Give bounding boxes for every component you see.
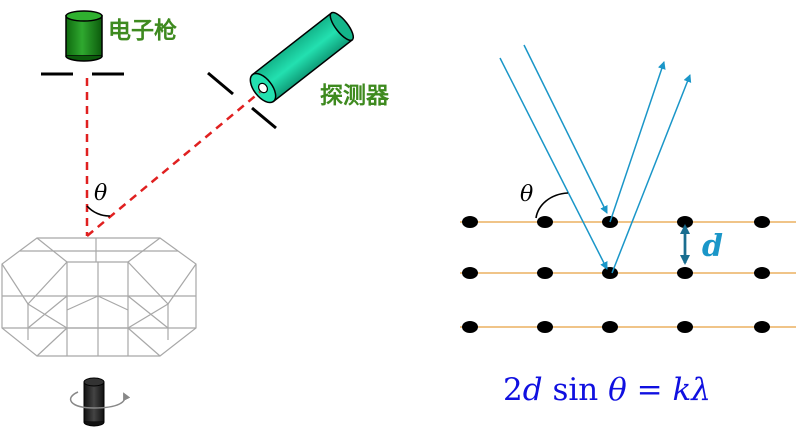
crystal-sample (1, 237, 197, 357)
detector-aperture (257, 82, 269, 94)
reflected-ray-upper (609, 61, 666, 223)
incident-ray-upper (523, 44, 608, 214)
right-theta-arc (535, 192, 569, 219)
reflected-ray-lower (611, 74, 692, 274)
detector-slit-lower (251, 106, 277, 130)
gun-label: 电子枪 (108, 17, 177, 44)
rod-bottom (83, 421, 105, 427)
rod-top (83, 377, 105, 387)
detector-label: 探测器 (320, 83, 390, 109)
electron-gun (65, 10, 103, 62)
eq-sin: sin (543, 372, 609, 408)
gun-top (65, 10, 103, 22)
scattered-beam (86, 91, 261, 237)
lattice-atoms (462, 216, 770, 333)
eq-factor: 2 (503, 372, 523, 408)
incident-ray-lower (499, 57, 608, 270)
bragg-equation: 2d sin θ = kλ (503, 372, 711, 408)
eq-d: d (523, 372, 543, 408)
rays (499, 44, 692, 274)
rotation-arrow (69, 391, 131, 409)
gun-body (65, 15, 103, 57)
detector-slit-upper (207, 71, 234, 96)
eq-k-lambda: kλ (672, 372, 710, 408)
lattice-planes (460, 221, 796, 328)
rotation-rod (83, 377, 105, 427)
detector (249, 11, 355, 104)
gun-bottom (65, 55, 103, 62)
left-theta-arc (86, 205, 111, 217)
right-theta-label: θ (520, 182, 533, 207)
left-theta-label: θ (94, 181, 107, 206)
detector-back (329, 11, 355, 42)
eq-equals: = (627, 372, 673, 408)
rod-body (83, 381, 105, 423)
eq-theta: θ (608, 372, 627, 408)
spacing-label: d (702, 229, 723, 264)
